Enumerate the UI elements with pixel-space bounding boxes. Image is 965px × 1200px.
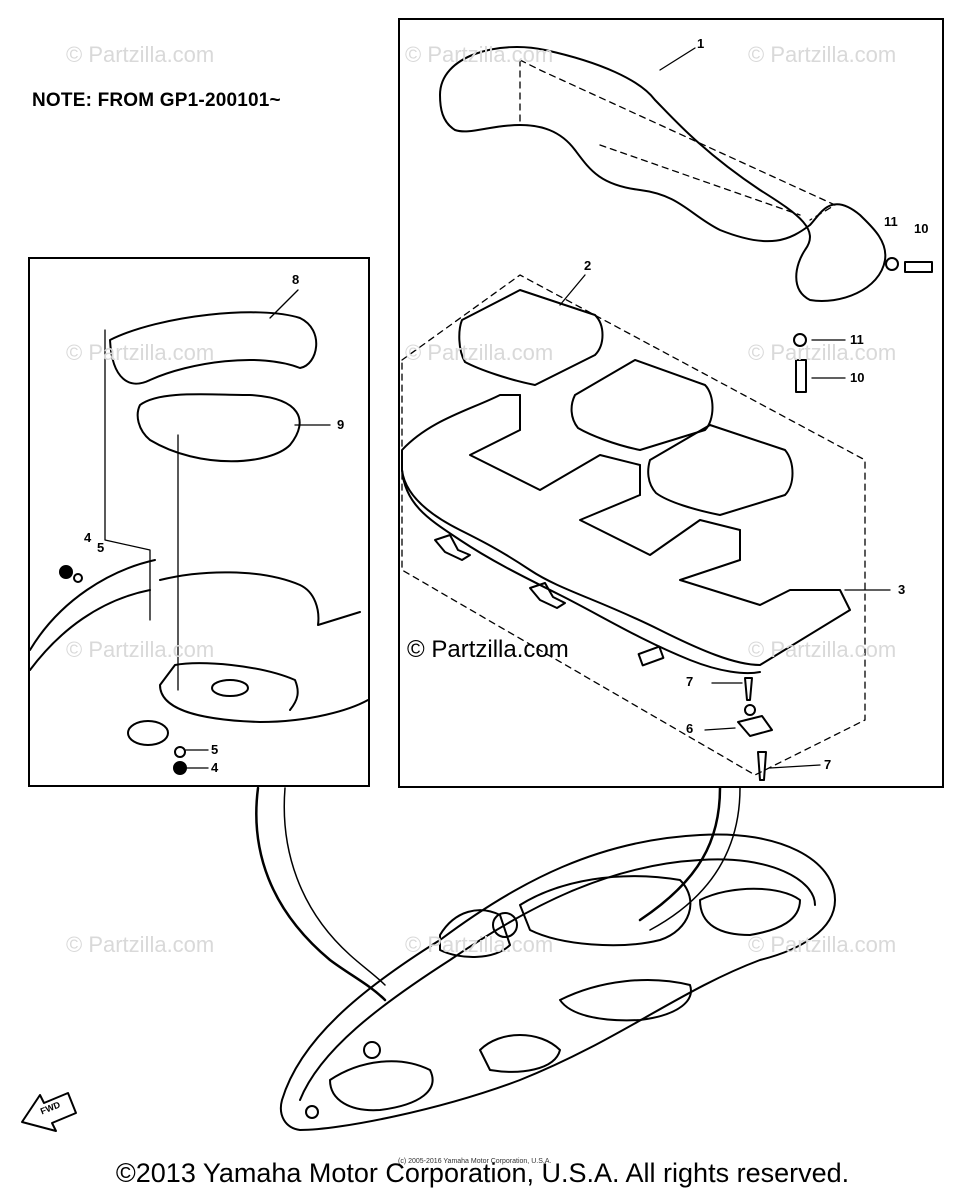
backrest-dashed-outline (519, 59, 836, 221)
callout-3: 3 (898, 582, 906, 597)
washer-11-right (885, 257, 899, 271)
left-detail-panel (28, 257, 370, 787)
callout-4: 4 (211, 760, 219, 775)
callout-1: 1 (697, 36, 705, 51)
bracket-6 (737, 715, 773, 737)
watermark: © Partzilla.com (405, 42, 554, 67)
seat-base-9 (136, 393, 301, 463)
seat-base-bottom (401, 469, 761, 675)
seat-dashed-frame (401, 274, 866, 776)
seat-cushion-8 (109, 311, 318, 385)
watermark: © Partzilla.com (66, 42, 215, 67)
right-detail-panel (398, 18, 944, 788)
callout-6: 6 (686, 721, 694, 736)
copyright-footer: ©2013 Yamaha Motor Corporation, U.S.A. A… (115, 1158, 850, 1188)
backrest-cushion (439, 46, 887, 302)
watermark: © Partzilla.com (748, 637, 897, 662)
seat-pad-1 (458, 289, 604, 386)
watermark: © Partzilla.com (66, 932, 215, 957)
watermark: © Partzilla.com (748, 932, 897, 957)
seat-base (401, 394, 851, 666)
fwd-arrow-icon (21, 1092, 77, 1132)
callout-2: 2 (584, 258, 592, 273)
bolt-10-bottom (795, 359, 807, 393)
note-text: NOTE: FROM GP1-200101~ (32, 90, 281, 111)
watermark: © Partzilla.com (405, 340, 554, 365)
hull-section-left (159, 571, 369, 723)
watermark: © Partzilla.com (748, 340, 897, 365)
watermark: © Partzilla.com (66, 340, 215, 365)
callout-7: 7 (686, 674, 694, 689)
watermark: © Partzilla.com (748, 42, 897, 67)
collar (127, 720, 169, 746)
watermark-center: © Partzilla.com (407, 636, 569, 663)
callout-10: 10 (850, 370, 865, 385)
watermark: © Partzilla.com (405, 932, 554, 957)
connector-left (255, 786, 387, 1002)
seat-pad-2 (570, 359, 714, 451)
bolt-7-top (744, 677, 753, 701)
clip-2 (529, 582, 566, 609)
washer-top (744, 704, 756, 716)
clip-3 (637, 645, 665, 667)
seat-pad-3 (647, 424, 794, 516)
callout-5: 5 (97, 540, 105, 555)
callout-11: 11 (884, 214, 898, 229)
bolt-7-bottom (757, 751, 767, 781)
washer-11-bottom (793, 333, 807, 347)
callout-11: 11 (850, 332, 864, 347)
callout-4: 4 (84, 530, 92, 545)
watermark: © Partzilla.com (66, 637, 215, 662)
callout-9: 9 (337, 417, 345, 432)
callout-7: 7 (824, 757, 832, 772)
tiny-copyright: (c) 2005-2016 Yamaha Motor Corporation, … (398, 1158, 552, 1165)
callout-8: 8 (292, 272, 300, 287)
bolt-10-right (904, 261, 933, 273)
callout-5: 5 (211, 742, 219, 757)
callout-10: 10 (914, 221, 929, 236)
connector-right (638, 786, 722, 922)
clip-1 (434, 534, 471, 561)
